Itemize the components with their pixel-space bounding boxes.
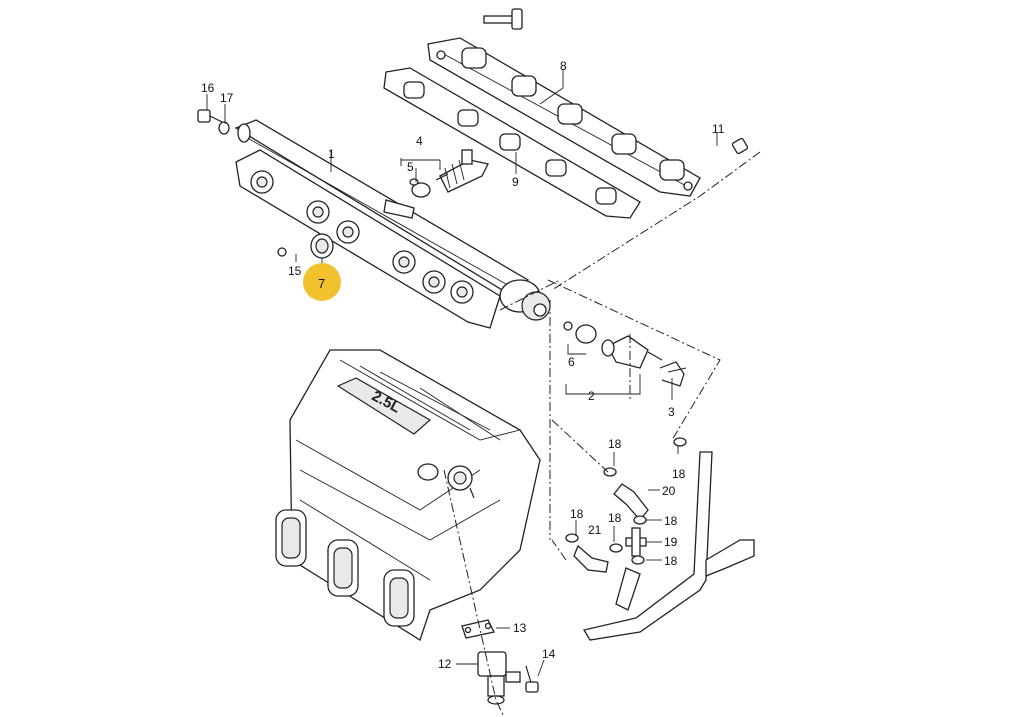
injector-part-4 bbox=[435, 149, 489, 193]
hose-part-21 bbox=[573, 544, 609, 573]
hose-segment bbox=[615, 567, 641, 611]
part-label-18d[interactable]: 18 bbox=[608, 511, 622, 525]
part-label-20[interactable]: 20 bbox=[662, 484, 676, 498]
seal-part-7 bbox=[310, 233, 334, 259]
part-label-21[interactable]: 21 bbox=[588, 523, 602, 537]
part-label-6[interactable]: 6 bbox=[568, 355, 575, 369]
part-label-17[interactable]: 17 bbox=[220, 91, 234, 105]
bolt-part-16 bbox=[197, 109, 223, 123]
bolt-part-11 bbox=[697, 137, 749, 174]
long-hose bbox=[582, 451, 713, 641]
part-label-16[interactable]: 16 bbox=[201, 81, 215, 95]
pressure-regulator-part-2 bbox=[601, 335, 663, 369]
bolt-part-15 bbox=[277, 238, 311, 257]
part-label-3[interactable]: 3 bbox=[668, 405, 675, 419]
part-label-18c[interactable]: 18 bbox=[570, 507, 584, 521]
part-label-18b[interactable]: 18 bbox=[672, 467, 686, 481]
intake-cover-part-8 bbox=[427, 37, 701, 197]
part-label-2[interactable]: 2 bbox=[588, 389, 595, 403]
clamps-part-18 bbox=[565, 437, 687, 565]
o-ring-part-5 bbox=[411, 182, 431, 198]
bolt-part-14 bbox=[525, 665, 539, 693]
part-label-18a[interactable]: 18 bbox=[608, 437, 622, 451]
intake-manifold: 2.5L bbox=[275, 349, 541, 641]
part-label-19[interactable]: 19 bbox=[664, 535, 678, 549]
valve-part-12 bbox=[477, 651, 521, 705]
assembly-lines bbox=[443, 151, 761, 717]
part-label-4[interactable]: 4 bbox=[416, 134, 423, 148]
part-label-9[interactable]: 9 bbox=[512, 175, 519, 189]
gasket-part-13 bbox=[461, 619, 495, 639]
breather-pipe bbox=[705, 539, 755, 577]
part-number-labels: 1 2 3 4 5 6 7 8 9 11 12 13 14 15 16 17 1… bbox=[201, 59, 725, 671]
part-label-14[interactable]: 14 bbox=[542, 647, 556, 661]
leader-lines bbox=[206, 70, 718, 677]
part-label-18f[interactable]: 18 bbox=[664, 554, 678, 568]
part-7-highlight[interactable] bbox=[303, 263, 341, 301]
part-label-13[interactable]: 13 bbox=[513, 621, 527, 635]
part-label-15[interactable]: 15 bbox=[288, 264, 302, 278]
part-label-7[interactable]: 7 bbox=[318, 276, 325, 291]
o-ring-part-6 bbox=[575, 324, 597, 344]
clip-part-3 bbox=[659, 361, 687, 387]
part-label-8[interactable]: 8 bbox=[560, 59, 567, 73]
part-label-11[interactable]: 11 bbox=[712, 122, 725, 136]
part-label-5[interactable]: 5 bbox=[407, 160, 414, 174]
t-connector-part-19 bbox=[625, 527, 647, 557]
top-bolt bbox=[483, 8, 523, 30]
intake-gasket-part-9 bbox=[383, 67, 641, 219]
part-label-18e[interactable]: 18 bbox=[664, 514, 678, 528]
part-label-12[interactable]: 12 bbox=[438, 657, 452, 671]
part-label-1[interactable]: 1 bbox=[328, 147, 335, 161]
fuel-rail-part-1 bbox=[234, 119, 551, 329]
washer-part-17 bbox=[218, 121, 230, 135]
